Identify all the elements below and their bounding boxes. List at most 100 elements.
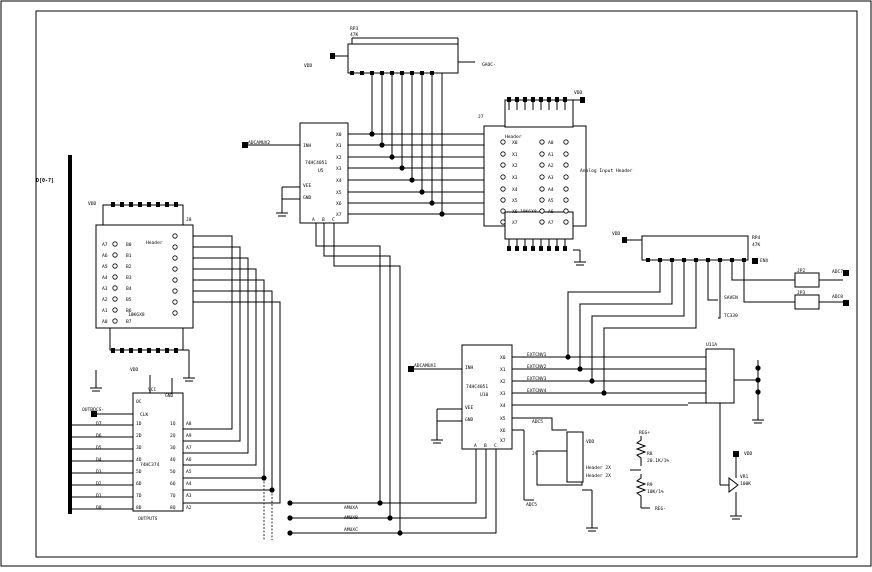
j8-top-dot-2 [129,202,133,207]
svg-text:C: C [494,443,497,449]
u9-part: 74HC374 [140,462,160,468]
u10-pin-x4: X4 [500,403,506,409]
net-adc5: ADC5 [532,419,543,425]
net-extcnv2: EXTCNV2 [527,364,547,370]
j8-terminal-right-0 [172,233,178,239]
j8-pin-right-1: B1 [126,253,132,259]
u5-pin-x7: X7 [336,212,342,218]
j8-top-dot-4 [147,202,151,207]
j8-terminal-left-7 [112,318,118,324]
r9-value: 10K/1% [647,489,664,495]
j8-terminal-right-6 [172,299,178,305]
rp4-pin-dot-7 [730,258,734,262]
net-extcnv1: EXTCNV1 [527,352,547,358]
j7-terminal-far-5 [563,197,569,203]
adc7-label: ADC7 [832,269,843,275]
u11a-label: U11A [706,342,717,348]
u9-pin-right-5: 6Q [170,481,176,487]
j7-pin-right-4: A4 [548,187,554,193]
j7-pin-right-1: A1 [548,152,554,158]
j8-pin-left-1: A6 [102,253,108,259]
u5-pin-x4: X4 [336,178,342,184]
u10-pin-x5: X5 [500,416,506,422]
jp3-label: JP3 [797,290,806,296]
j8-terminal-left-4 [112,285,118,291]
u10-ref: U10 [480,392,489,398]
net-tc330: TC330 [724,313,738,319]
j7-pin-right-0: A0 [548,140,554,146]
j7-terminal-right-5 [539,197,545,203]
j7-top-dot-7 [563,97,567,102]
rp4-ref: RP4 [752,235,761,241]
rp3-value: 47K [350,32,359,38]
junction-dot-4 [409,177,415,183]
j8-pin-right-0: B0 [126,242,132,248]
u9-input-label-5: D2 [96,481,102,487]
j7-title: Header [505,134,522,140]
rp4-pin-dot-8 [742,258,746,262]
j7-pin-left-6: X6 [512,209,518,215]
junction-dot-13 [589,378,595,384]
j9-ref: J9 [532,451,538,457]
j8-pin-left-2: A5 [102,264,108,270]
u9-pin-left-1: 2D [136,433,142,439]
rp4-pin-dot-4 [694,258,698,262]
inner-border [35,10,858,558]
reg-minus-label: REG- [655,506,666,512]
rp3-pin-dot-0 [350,71,354,75]
u5-pin-x2: X2 [336,155,342,161]
junction-dot-14 [601,390,607,396]
j8-pin-right-6: B6 [126,308,132,314]
rp4-pin-dot-5 [706,258,710,262]
j8-terminal-right-2 [172,255,178,261]
j8-terminal-right-1 [172,244,178,250]
j7-pin-left-3: X3 [512,175,518,181]
rp3-net: GAOC- [482,62,496,68]
j8-bottom-dot-2 [129,348,133,353]
j8-bottom-dot-1 [120,348,124,353]
j7-terminal-left-4 [500,186,506,192]
u9-output-label-7: A2 [186,505,192,511]
j7-terminal-far-4 [563,186,569,192]
junction-dot-22 [287,530,293,536]
j9-title: Header 2X [586,465,611,471]
j7-terminal-right-3 [539,174,545,180]
junction-dot-8 [377,500,383,506]
junction-dot-9 [387,515,393,521]
u9-pin-oc: OC [136,399,142,405]
j8-terminal-left-5 [112,296,118,302]
j8-header: J8 Header 10K6X8 VDD [88,201,195,392]
u5-pin-x1: X1 [336,143,342,149]
u10-pin-gnd: GND [465,417,474,423]
rp3-pin-dot-2 [370,71,374,75]
j7-terminal-right-4 [539,186,545,192]
j8-pin-left-7: A0 [102,319,108,325]
j8-terminal-left-6 [112,307,118,313]
u9-input-label-3: D4 [96,457,102,463]
j7-terminal-far-3 [563,174,569,180]
jp2-label: JP2 [797,268,806,274]
u9-pin-left-7: 8D [136,505,142,511]
junction-dot-11 [565,354,571,360]
j7-top-dot-3 [531,97,535,102]
j7-terminal-right-7 [539,219,545,225]
j8-bottom-label: 10K6X8 [128,312,145,318]
j8-terminal-left-2 [112,263,118,269]
j8-pin-right-4: B4 [126,286,132,292]
bus-label: D[0-7] [36,178,54,184]
j7-pin-right-2: A2 [548,163,554,169]
j7-pin-left-2: X2 [512,163,518,169]
rp4-value: 47K [752,242,761,248]
r8-ref: R8 [647,451,653,457]
junction-dot-16 [755,377,761,383]
u5-part: 74HC4051 [305,160,327,166]
u5-ref: U5 [318,168,324,174]
j7-bottom-dot-5 [547,246,551,251]
u11a: U11A [705,342,764,424]
svg-text:C: C [332,217,335,223]
r8-r9-vr1: REG+ REG- R8 20.1K/1% R9 10K/1% VR1 100K… [630,402,753,520]
u9-pin-clk: CLK [140,412,149,418]
u9-input-label-2: D5 [96,445,102,451]
junction-dot-10 [397,530,403,536]
